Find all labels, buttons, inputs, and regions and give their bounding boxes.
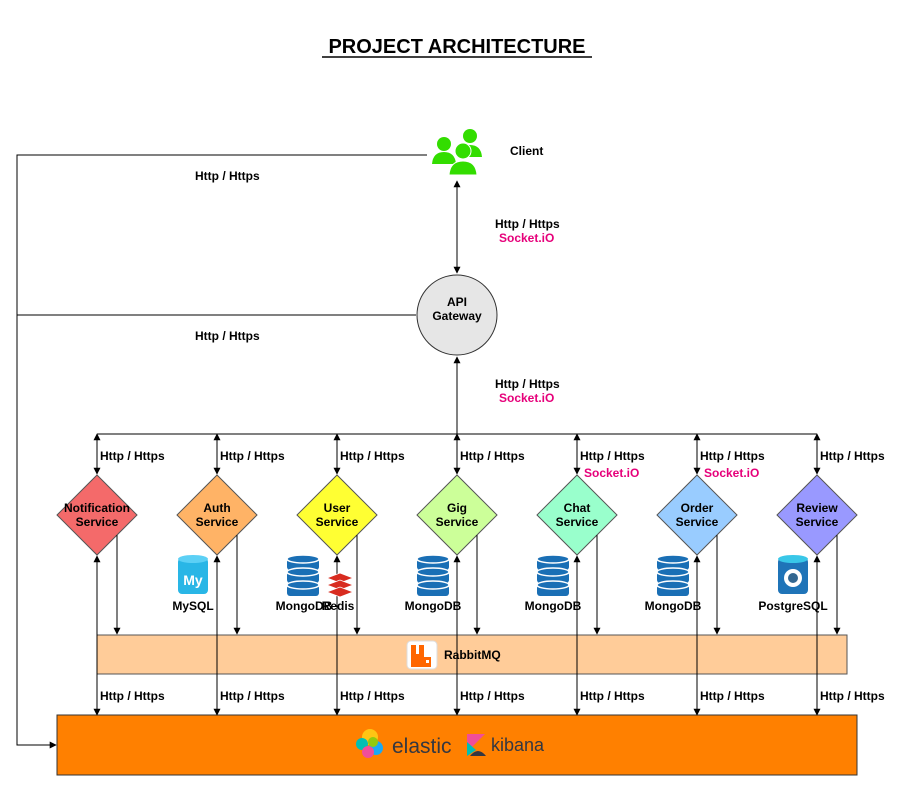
auth-service-name-line2: Service <box>196 515 239 529</box>
client-gateway-http-label: Http / Https <box>495 217 560 231</box>
user-service-name-line1: User <box>324 501 351 515</box>
gateway-elastic-http-label: Http / Https <box>195 329 260 343</box>
database-icon <box>536 554 570 596</box>
notification-service-name-line2: Service <box>76 515 119 529</box>
review-service-elastic-http-label: Http / Https <box>820 689 885 703</box>
rabbitmq-label: RabbitMQ <box>444 648 501 662</box>
order-service-name-line1: Order <box>681 501 714 515</box>
users-group-icon <box>432 129 482 176</box>
user-db-label-2: Redis <box>322 599 355 613</box>
gig-service-name-line1: Gig <box>447 501 467 515</box>
gig-service-name-line2: Service <box>436 515 479 529</box>
order-service-name-line2: Service <box>676 515 719 529</box>
auth-service-http-label: Http / Https <box>220 449 285 463</box>
review-db-label: PostgreSQL <box>758 599 827 613</box>
review-service-name-line1: Review <box>796 501 838 515</box>
chat-db-label: MongoDB <box>525 599 582 613</box>
api-gateway-line1: API <box>447 295 467 309</box>
gig-service-elastic-http-label: Http / Https <box>460 689 525 703</box>
gateway-bus-http-label: Http / Https <box>495 377 560 391</box>
user-service-http-label: Http / Https <box>340 449 405 463</box>
client-label: Client <box>510 144 543 158</box>
elastic-bar <box>56 714 858 776</box>
page-title: PROJECT ARCHITECTURE <box>328 36 585 58</box>
order-service-elastic-http-label: Http / Https <box>700 689 765 703</box>
chat-service-elastic-http-label: Http / Https <box>580 689 645 703</box>
mysql-icon: My <box>178 555 208 594</box>
auth-service-elastic-http-label: Http / Https <box>220 689 285 703</box>
auth-db-label: MySQL <box>172 599 213 613</box>
chat-service-http-label: Http / Https <box>580 449 645 463</box>
redis-icon <box>325 572 355 598</box>
review-service-name-line2: Service <box>796 515 839 529</box>
rabbitmq-icon <box>406 640 438 670</box>
elastic-label: elastic <box>392 735 452 758</box>
svg-text:My: My <box>183 572 203 588</box>
kibana-label: kibana <box>491 735 545 755</box>
user-service-name-line2: Service <box>316 515 359 529</box>
database-icon <box>416 554 450 596</box>
notification-service-http-label: Http / Https <box>100 449 165 463</box>
chat-service-name-line1: Chat <box>564 501 591 515</box>
review-service-http-label: Http / Https <box>820 449 885 463</box>
notification-service-elastic-http-label: Http / Https <box>100 689 165 703</box>
gateway-bus-socket-label: Socket.iO <box>499 391 554 405</box>
order-service-http-label: Http / Https <box>700 449 765 463</box>
gig-service-http-label: Http / Https <box>460 449 525 463</box>
auth-service-name-line1: Auth <box>203 501 230 515</box>
notification-service-name-line1: Notification <box>64 501 130 515</box>
postgresql-icon <box>778 555 808 594</box>
api-gateway-line2: Gateway <box>432 309 482 323</box>
order-db-label: MongoDB <box>645 599 702 613</box>
database-icon <box>656 554 690 596</box>
api-gateway <box>416 274 498 356</box>
chat-service-name-line2: Service <box>556 515 599 529</box>
client-gateway-socket-label: Socket.iO <box>499 231 554 245</box>
client-elastic-http-label: Http / Https <box>195 169 260 183</box>
gig-db-label: MongoDB <box>405 599 462 613</box>
order-service-socket-label: Socket.iO <box>704 466 759 480</box>
kibana-logo-icon <box>467 734 486 756</box>
chat-service-socket-label: Socket.iO <box>584 466 639 480</box>
user-service-elastic-http-label: Http / Https <box>340 689 405 703</box>
elastic-logo-icon <box>356 729 383 758</box>
rabbitmq-bar <box>96 634 848 675</box>
client-to-elastic-line <box>16 154 427 749</box>
user-db-label-1: MongoDB <box>276 599 333 613</box>
database-icon <box>286 554 320 596</box>
